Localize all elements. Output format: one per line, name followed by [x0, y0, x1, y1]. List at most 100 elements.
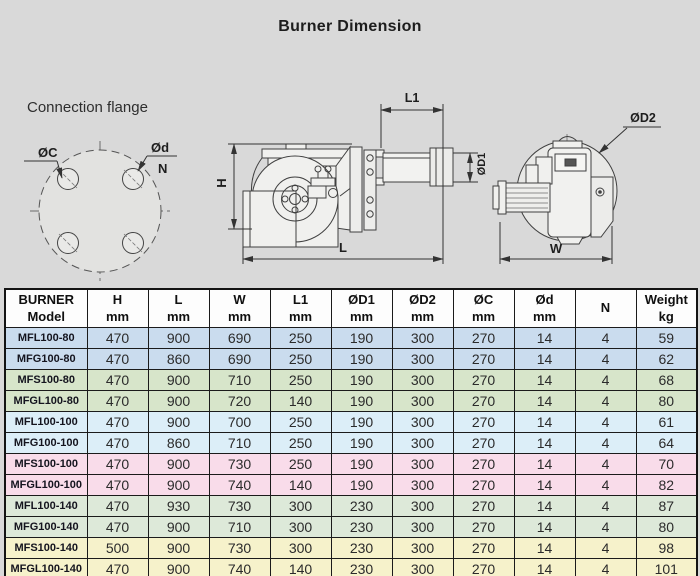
end-view-dimensions: [499, 222, 613, 264]
value-cell: 140: [269, 390, 332, 412]
value-cell: 900: [147, 558, 210, 576]
value-cell: 710: [208, 432, 271, 454]
value-cell: 300: [391, 516, 454, 538]
value-cell: 4: [574, 453, 637, 475]
value-cell: 190: [330, 432, 393, 454]
leader-c-arrow: [56, 160, 63, 179]
value-cell: 4: [574, 327, 637, 349]
value-cell: 250: [269, 369, 332, 391]
value-cell: 4: [574, 432, 637, 454]
value-cell: 230: [330, 537, 393, 559]
value-cell: 300: [391, 558, 454, 576]
value-cell: 4: [574, 474, 637, 496]
value-cell: 101: [635, 558, 698, 576]
value-cell: 61: [635, 411, 698, 433]
value-cell: 270: [452, 432, 515, 454]
value-cell: 4: [574, 369, 637, 391]
value-cell: 14: [513, 453, 576, 475]
value-cell: 860: [147, 348, 210, 370]
value-cell: 64: [635, 432, 698, 454]
value-cell: 470: [86, 348, 149, 370]
value-cell: 300: [391, 495, 454, 517]
side-view-dimensions: [228, 104, 478, 264]
value-cell: 470: [86, 369, 149, 391]
value-cell: 68: [635, 369, 698, 391]
value-cell: 14: [513, 537, 576, 559]
connection-flange-view: [24, 141, 177, 281]
value-cell: 190: [330, 369, 393, 391]
value-cell: 190: [330, 474, 393, 496]
value-cell: 300: [391, 348, 454, 370]
flange-bolts: [366, 154, 374, 218]
model-cell: MFL100-140: [4, 495, 88, 517]
value-cell: 4: [574, 516, 637, 538]
model-cell: MFS100-80: [4, 369, 88, 391]
value-cell: 900: [147, 474, 210, 496]
value-cell: 730: [208, 453, 271, 475]
value-cell: 470: [86, 453, 149, 475]
value-cell: 250: [269, 432, 332, 454]
value-cell: 740: [208, 474, 271, 496]
burner-side-view: [242, 143, 454, 248]
value-cell: 470: [86, 411, 149, 433]
value-cell: 470: [86, 558, 149, 576]
value-cell: 190: [330, 453, 393, 475]
value-cell: 710: [208, 369, 271, 391]
value-cell: 250: [269, 327, 332, 349]
value-cell: 14: [513, 516, 576, 538]
value-cell: 710: [208, 516, 271, 538]
dim-label-c: ØC: [38, 145, 58, 160]
value-cell: 14: [513, 390, 576, 412]
flange-circle: [38, 149, 162, 273]
dim-label-n: N: [158, 161, 167, 176]
value-cell: 500: [86, 537, 149, 559]
value-cell: 14: [513, 348, 576, 370]
dim-label-l1: L1: [405, 91, 420, 105]
mounting-flange: [349, 146, 363, 233]
value-cell: 59: [635, 327, 698, 349]
value-cell: 14: [513, 327, 576, 349]
value-cell: 14: [513, 369, 576, 391]
value-cell: 230: [330, 495, 393, 517]
value-cell: 270: [452, 411, 515, 433]
value-cell: 80: [635, 516, 698, 538]
model-cell: MFS100-140: [4, 537, 88, 559]
burner-end-view: [492, 126, 661, 246]
value-cell: 900: [147, 453, 210, 475]
value-cell: 14: [513, 411, 576, 433]
value-cell: 250: [269, 453, 332, 475]
value-cell: 470: [86, 495, 149, 517]
model-cell: MFGL100-80: [4, 390, 88, 412]
value-cell: 900: [147, 390, 210, 412]
value-cell: 900: [147, 537, 210, 559]
model-cell: MFL100-100: [4, 411, 88, 433]
value-cell: 470: [86, 390, 149, 412]
value-cell: 300: [269, 516, 332, 538]
dim-label-h: H: [214, 178, 229, 187]
value-cell: 270: [452, 348, 515, 370]
connection-flange-caption: Connection flange: [27, 99, 148, 116]
model-cell: MFGL100-100: [4, 474, 88, 496]
value-cell: 300: [391, 474, 454, 496]
value-cell: 900: [147, 369, 210, 391]
value-cell: 230: [330, 516, 393, 538]
nozzle-end: [429, 147, 454, 187]
value-cell: 300: [391, 411, 454, 433]
value-cell: 900: [147, 327, 210, 349]
value-cell: 470: [86, 516, 149, 538]
value-cell: 14: [513, 474, 576, 496]
value-cell: 300: [391, 390, 454, 412]
